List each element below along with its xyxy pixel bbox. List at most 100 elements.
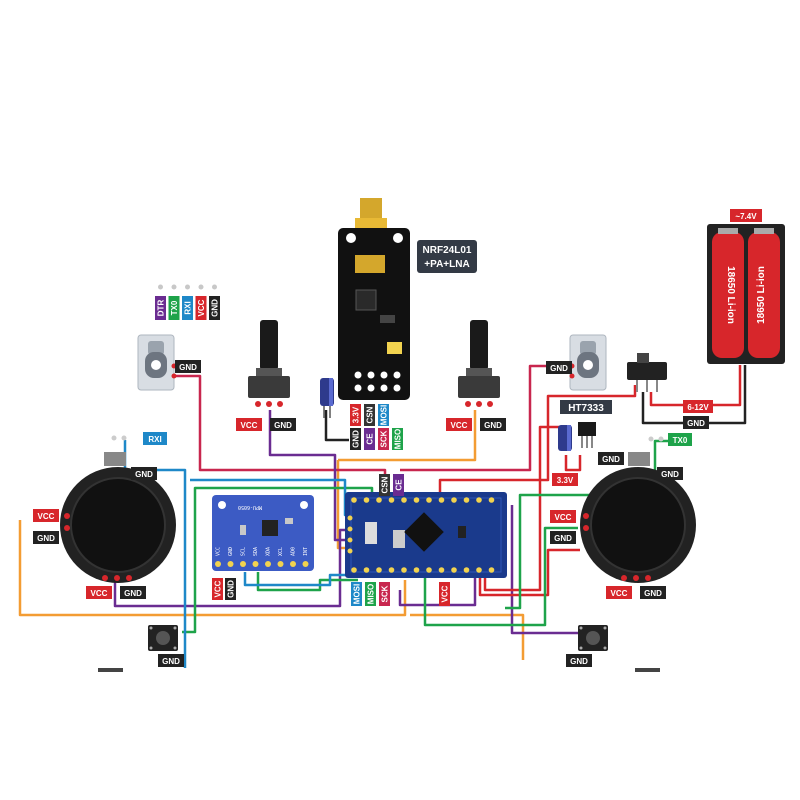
slide-switch: [627, 353, 667, 392]
tag-gnd-pot-left: GND: [274, 421, 292, 430]
dot-tx0-2: [658, 436, 664, 442]
pro-mini-side-pad: [347, 526, 353, 532]
tag-gnd-joy-right-bottom-box: [640, 586, 666, 599]
mpu-pin-xda: XDA: [266, 547, 272, 556]
ftdi-dot: [158, 284, 163, 290]
pro-mini-pin-pad: [438, 497, 445, 503]
potentiometer-left: [248, 320, 290, 407]
tag-vcc-joy-right-box: [550, 510, 576, 523]
tag-vcc-mpu: VCC: [214, 580, 223, 597]
potentiometer-right: [458, 320, 500, 407]
tag-sck-bottom: SCK: [381, 585, 390, 602]
tag-vcc-joy-left-bottom: VCC: [91, 589, 108, 598]
pro-mini-pin-pad: [463, 567, 470, 573]
wire-pink-right-switch: [400, 364, 548, 472]
tag-gnd-mpu: GND: [227, 580, 236, 598]
tag-vcc-pot-right-box: [446, 418, 472, 431]
mpu-pin-pad: [265, 561, 271, 567]
tag-rxi-box: [143, 432, 167, 445]
ftdi-tag-box: [209, 296, 220, 320]
ftdi-dot: [185, 284, 190, 290]
tag-tx0-box: [668, 433, 692, 446]
tag-gnd-pot-right: GND: [484, 421, 502, 430]
pro-mini-pin-pad: [426, 567, 432, 573]
pro-mini-pin-pad: [463, 497, 470, 503]
tag-gnd-ht: GND: [602, 455, 620, 464]
tag-csn-top-box: [379, 474, 390, 496]
tag-612v: 6-12V: [687, 403, 709, 412]
tag-vcc-joy-left-box: [33, 509, 59, 522]
tag-gnd-pot-right-box: [480, 418, 506, 431]
wire-green-tx: [505, 439, 668, 610]
tag-gnd-switch-left-box: [175, 360, 201, 373]
tag-gnd-switch-right-box: [546, 361, 572, 374]
nrf-tag-gnd: GND: [352, 430, 361, 448]
tag-gnd-joy-left-box: [33, 531, 59, 544]
mpu-pin-pad: [277, 561, 284, 567]
nrf-tag-33v: 3.3V: [352, 406, 361, 423]
pro-mini-pin-pad: [351, 497, 357, 503]
tag-vcc-pot-right: VCC: [451, 421, 468, 430]
tag-gnd-mpu-box: [225, 578, 236, 600]
joystick-right: [580, 452, 696, 583]
tag-33v-ht-box: [552, 473, 578, 486]
tag-gnd-switch-left: GND: [179, 363, 197, 372]
push-button-right: [578, 625, 608, 651]
mpu-pin-pad: [227, 561, 234, 567]
pro-mini-pin-pad: [388, 567, 395, 573]
wire-gnd-cap: [324, 410, 349, 442]
ftdi-tag-gnd: GND: [211, 299, 220, 317]
nrf-pin-tags: 3.3V CSN MOSI GND CE SCK MISO: [350, 404, 403, 450]
wire-red-ht: [483, 425, 565, 592]
battery-label-right: 18650 Li-ion: [756, 266, 767, 324]
tag-ce-top: CE: [395, 479, 404, 491]
pro-mini-pin-pad: [401, 497, 407, 503]
mpu6050-module: [212, 495, 314, 571]
tag-gnd-button-right-box: [566, 654, 592, 667]
tag-mosi-bottom-box: [351, 582, 362, 606]
ftdi-tag-rxi: RXI: [184, 301, 193, 314]
mpu-pin-int: INT: [303, 547, 309, 556]
pro-mini-pin-pad: [413, 497, 420, 503]
joystick-left: [60, 452, 176, 583]
push-button-left: [148, 625, 178, 651]
pro-mini-pin-pad: [363, 567, 370, 573]
tag-gnd-joy-right-top: GND: [661, 470, 679, 479]
tag-gnd-button-right: GND: [570, 657, 588, 666]
pro-mini-pin-pad: [438, 567, 445, 573]
mpu-pin-pad: [302, 561, 309, 567]
tag-vcc-joy-right: VCC: [555, 513, 572, 522]
wire-purple-right: [398, 570, 477, 607]
mpu-pin-pad: [290, 561, 296, 567]
nrf-tag-miso: MISO: [394, 429, 403, 449]
nrf-tag-csn: CSN: [366, 406, 375, 423]
arduino-pro-mini: [345, 492, 507, 578]
mpu-title: MPU-6050: [238, 504, 262, 510]
ftdi-tag-box: [168, 296, 180, 320]
dot-tx0-1: [648, 436, 654, 442]
tag-csn-top: CSN: [381, 476, 390, 493]
pro-mini-pin-pad: [413, 567, 420, 573]
ftdi-tag-vcc: VCC: [197, 299, 206, 316]
tag-gnd-joy-right-box: [550, 531, 576, 544]
ftdi-tag-box: [182, 296, 193, 320]
tag-vcc-joy-right-bottom: VCC: [611, 589, 628, 598]
tag-miso-bottom-box: [365, 582, 376, 606]
pro-mini-pin-pad: [451, 497, 457, 503]
tag-vcc-mpu-box: [212, 578, 223, 600]
mpu-pin-gnd: GND: [228, 547, 234, 556]
pro-mini-pin-pad: [476, 497, 482, 503]
pro-mini-pin-pad: [426, 497, 432, 503]
nrf-tag-sck: SCK: [380, 430, 389, 447]
bottom-edge-left: [98, 668, 123, 672]
toggle-switch-left: [137, 334, 177, 391]
wire-red-vcc: [438, 385, 637, 495]
tag-gnd-joy-right-top-box: [657, 467, 683, 480]
tag-mosi-bottom: MOSI: [353, 584, 362, 604]
ht7333-regulator: [578, 422, 596, 448]
wire-orange-top: [338, 410, 477, 462]
tag-gnd-button-left: GND: [162, 657, 180, 666]
nrf-title-2: +PA+LNA: [424, 259, 469, 270]
